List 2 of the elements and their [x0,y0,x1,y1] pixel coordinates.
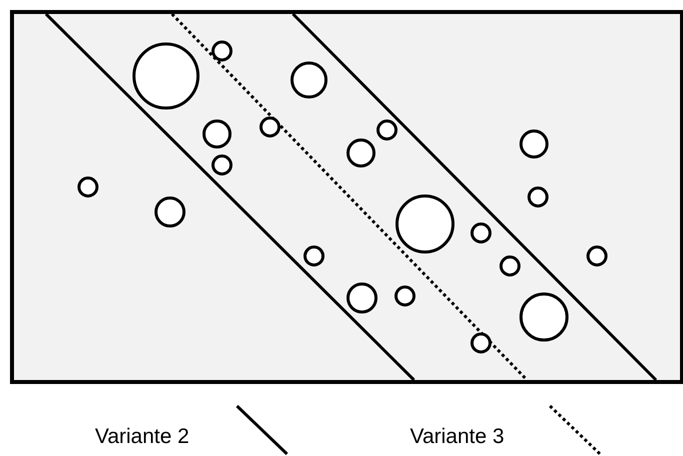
legend-label: Variante 3 [410,426,504,447]
legend-label: Variante 2 [95,426,190,447]
